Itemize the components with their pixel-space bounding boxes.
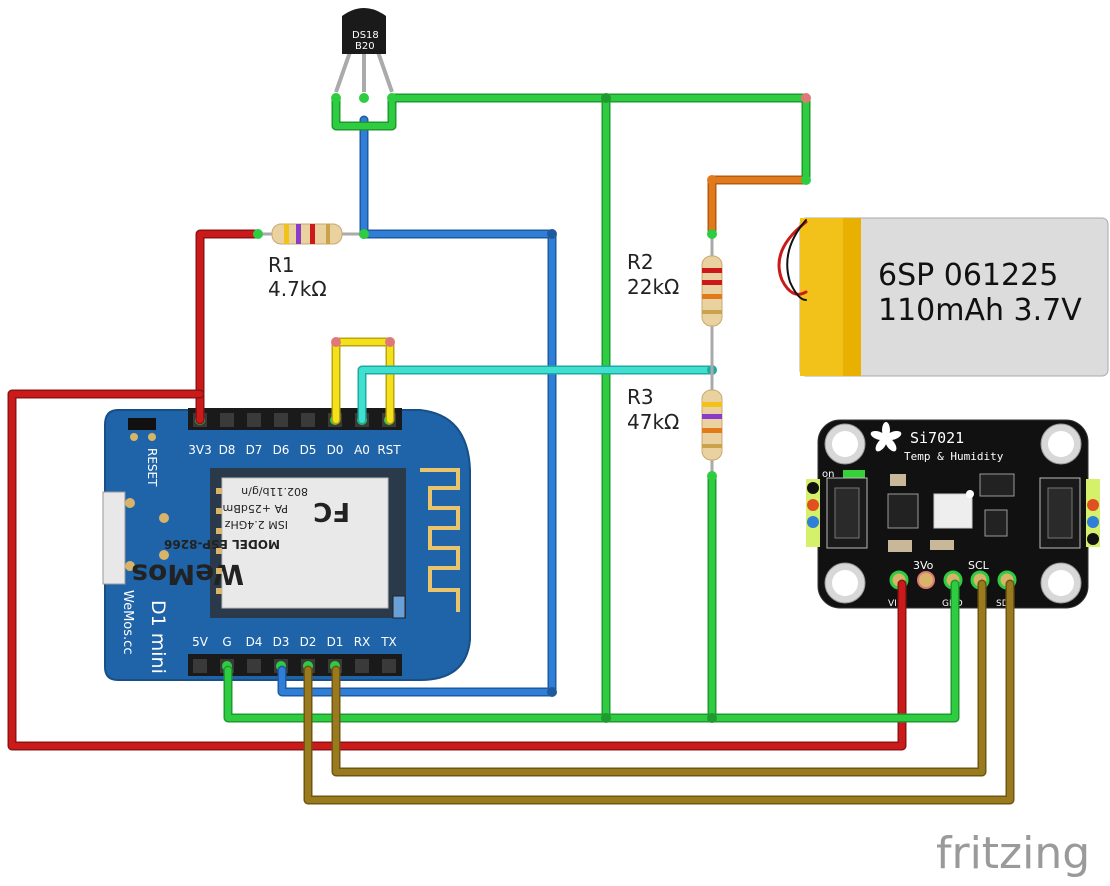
d1-mini-board: RESET D1 mini WeMos.cc 802.11b/g/n PA +2… — [102, 408, 471, 681]
d1-bottom-pin-label-d4: D4 — [246, 635, 263, 649]
r1-name: R1 — [268, 253, 295, 277]
bottom-header — [188, 654, 402, 676]
esp8266-module: 802.11b/g/n PA +25dBm ISM 2.4GHz MODEL E… — [131, 468, 406, 618]
si7021-title: Si7021 — [910, 429, 964, 447]
wires — [7, 93, 1015, 805]
d1-bottom-pin-label-tx: TX — [380, 635, 397, 649]
wire-orange-battery-r2-inner — [709, 177, 809, 237]
r2-value: 22kΩ — [627, 275, 679, 299]
battery-line1: 6SP 061225 — [878, 258, 1058, 293]
resistor-r3 — [701, 370, 723, 481]
resistor-r1 — [253, 223, 369, 245]
wire-red-3v3-r1 — [195, 229, 263, 425]
module-text-4: MODEL ESP-8266 — [164, 537, 280, 551]
ds18b20-sensor: DS18 B20 — [331, 8, 397, 103]
d1-top-pin-label-d0: D0 — [327, 443, 344, 457]
d1-bottom-pin-label-g: G — [222, 635, 231, 649]
battery-line2: 110mAh 3.7V — [878, 293, 1082, 328]
wire-green-gnd-rail-inner — [225, 581, 958, 721]
d1-top-pin-label-d8: D8 — [219, 443, 236, 457]
wire-green-ds18b20-bus-inner — [333, 95, 395, 129]
si7021-breakout: Si7021 Temp & Humidity on 3Vo SCL VIN GN… — [806, 419, 1100, 609]
d1-bottom-pin-label-5v: 5V — [192, 635, 209, 649]
reset-button — [128, 418, 156, 430]
wire-battery-black — [786, 219, 807, 301]
wire-yellow-d0-rst-inner — [333, 339, 393, 423]
wire-blue-ds18b20-data-inner — [279, 117, 555, 695]
fcc-logo: FC — [313, 496, 350, 526]
d1-top-pin-label-d5: D5 — [300, 443, 317, 457]
fritzing-watermark: fritzing — [936, 828, 1090, 879]
board-brand: D1 mini — [147, 600, 169, 674]
pin-label-vin: VIN — [888, 599, 904, 609]
d1-bottom-pin-tx[interactable] — [382, 659, 396, 673]
wire-green-top-rail-inner — [389, 95, 809, 183]
on-label: on — [822, 469, 834, 480]
r2-name: R2 — [627, 250, 654, 274]
si7021-subtitle: Temp & Humidity — [904, 450, 1004, 463]
d1-top-pin-d6[interactable] — [274, 413, 288, 427]
top-header — [188, 408, 402, 430]
d1-bottom-pin-label-d2: D2 — [300, 635, 317, 649]
module-text-5: WeMos — [131, 558, 244, 591]
reset-label: RESET — [145, 448, 159, 487]
wire-red-3v3-r1-inner — [197, 231, 261, 423]
d1-bottom-pin-rx[interactable] — [355, 659, 369, 673]
r3-value: 47kΩ — [627, 410, 679, 434]
d1-top-pin-label-d7: D7 — [246, 443, 263, 457]
antenna — [420, 468, 460, 612]
si7021-chip — [933, 493, 973, 529]
wire-red-3v3-vin-inner — [9, 391, 905, 749]
wire-orange-battery-r2 — [707, 175, 811, 239]
ds18b20-label-2: B20 — [355, 41, 375, 52]
adafruit-flower-icon — [870, 422, 902, 452]
wire-brown-d2-sda-inner — [305, 581, 1013, 803]
r3-name: R3 — [627, 385, 654, 409]
module-text-3: ISM 2.4GHz — [224, 518, 288, 531]
resistor-r2 — [701, 229, 723, 370]
d1-top-pin-label-d6: D6 — [273, 443, 290, 457]
lipo-battery: 6SP 061225 110mAh 3.7V — [799, 217, 1109, 377]
wire-brown-d1-scl-inner — [333, 581, 985, 775]
si7021-pin-3vo[interactable] — [917, 571, 935, 589]
board-website: WeMos.cc — [120, 590, 135, 654]
wire-endpoints — [331, 175, 811, 347]
module-text-2: PA +25dBm — [223, 502, 288, 515]
d1-top-pin-d8[interactable] — [220, 413, 234, 427]
d1-top-pin-label-rst: RST — [377, 443, 401, 457]
pin-label-3vo: 3Vo — [913, 559, 934, 572]
d1-top-pin-label-3v3: 3V3 — [188, 443, 211, 457]
pin-label-scl: SCL — [968, 559, 990, 572]
wire-green-top-rail — [387, 93, 811, 185]
module-text-1: 802.11b/g/n — [241, 485, 308, 498]
wire-cyan-a0-divider-inner — [359, 367, 715, 423]
d1-top-pin-d5[interactable] — [301, 413, 315, 427]
d1-bottom-pin-label-d1: D1 — [327, 635, 344, 649]
d1-top-pin-d7[interactable] — [247, 413, 261, 427]
d1-bottom-pin-d4[interactable] — [247, 659, 261, 673]
r1-value: 4.7kΩ — [268, 277, 327, 301]
d1-top-pin-label-a0: A0 — [354, 443, 370, 457]
power-led — [843, 470, 865, 480]
usb-port — [102, 491, 126, 585]
ds18b20-label-1: DS18 — [352, 30, 379, 41]
d1-bottom-pin-label-d3: D3 — [273, 635, 290, 649]
d1-bottom-pin-5v[interactable] — [193, 659, 207, 673]
d1-bottom-pin-label-rx: RX — [354, 635, 371, 649]
